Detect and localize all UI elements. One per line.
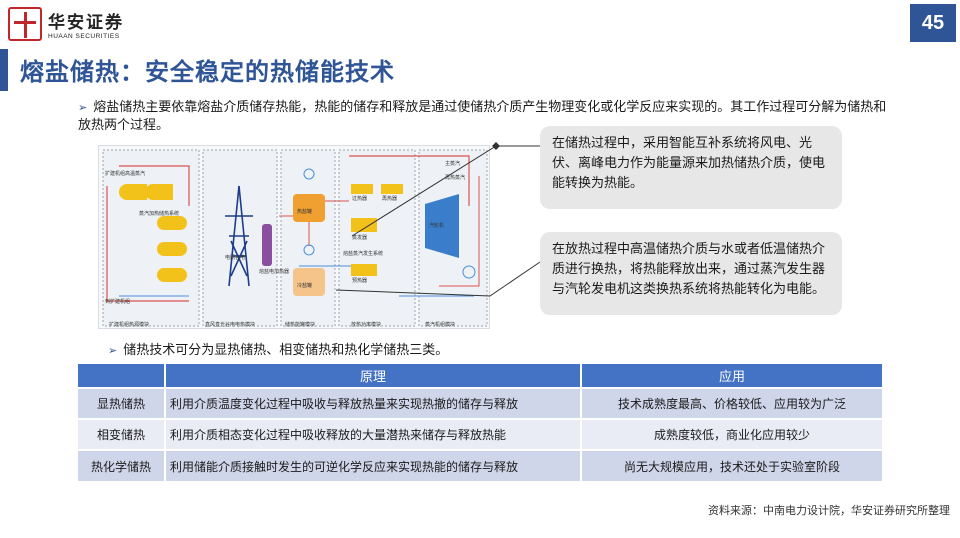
diagram-label-turbine: 汽轮机 [429,223,445,229]
table-cell-type: 热化学储热 [78,449,166,481]
table-cell-application: 技术成熟度最高、价格较低、应用较为广泛 [581,387,882,419]
diagram-label-steam-in: 扩建机组高温蒸汽 [105,171,146,177]
diagram-label-heater: 熔盐电加热器 [259,269,290,275]
table-header-application: 应用 [581,364,882,388]
diagram-label-cold-tank: 冷盐罐 [297,283,313,289]
table-cell-principle: 利用介质温度变化过程中吸收与释放热量来实现热撤的储存与释放 [165,387,582,419]
company-logo: 华安证券 HUAAN SECURITIES [8,4,148,44]
storage-process-callout: 在储热过程中，采用智能互补系统将风电、光伏、离峰电力作为能量源来加热储热介质，使… [540,126,842,209]
diagram-label-reheater: 再热器 [382,196,398,202]
diagram-module-1: 扩建机组热源模块 [109,322,150,328]
source-note: 资料来源：中南电力设计院，华安证券研究所整理 [708,504,950,517]
logo-text: 华安证券 HUAAN SECURITIES [48,8,124,40]
table-cell-application: 成熟度较低，商业化应用较少 [581,418,882,450]
logo-icon [8,7,42,41]
bullet-arrow-icon: ➢ [108,344,118,357]
table-row: 显热储热 利用介质温度变化过程中吸收与释放热量来实现热撤的储存与释放 技术成熟度… [78,387,882,419]
diagram-label-preheater: 预热器 [352,278,368,284]
page-title: 熔盐储热：安全稳定的热储能技术 [20,57,395,86]
diagram-label-main-steam: 主蒸汽 [445,161,461,167]
classification-text: 储热技术可分为显热储热、相变储热和热化学储热三类。 [123,343,449,358]
diagram-label-reheat-steam: 再热蒸汽 [445,175,466,181]
diagram-module-2: 直风直光谷电电热模块 [205,322,256,328]
intro-bullet: ➢熔盐储热主要依靠熔盐介质储存热能，热能的储存和释放是通过使储热介质产生物理变化… [78,99,896,135]
table-cell-principle: 利用储能介质接触时发生的可逆化学反应来实现热能的储存与释放 [165,449,582,481]
diagram-module-3: 储热能罐模块 [285,322,316,328]
molten-salt-system-diagram: 扩建机组高温蒸汽 到扩建机组 蒸汽加热储热系统 电网谷电 熔盐电加热器 热盐罐 … [98,145,490,329]
table-header-type [78,364,166,388]
table-cell-type: 显热储热 [78,387,166,419]
table-cell-application: 尚无大规模应用，技术还处于实验室阶段 [581,449,882,481]
table-row: 相变储热 利用介质相态变化过程中吸收释放的大量潜热来储存与释放热能 成熟度较低，… [78,418,882,450]
logo-cn: 华安证券 [48,13,124,33]
title-accent-bar [0,49,8,91]
logo-en: HUAAN SECURITIES [48,33,120,40]
diagram-module-5: 蒸汽机组模块 [425,322,456,328]
table-header-principle: 原理 [165,364,582,388]
diagram-module-4: 放热功率模块 [351,322,382,328]
diagram-svg [102,149,488,327]
diagram-label-steam-sys: 熔盐蒸汽发生系统 [343,251,384,257]
diagram-label-evaporator: 蒸发器 [352,235,368,241]
bullet-arrow-icon: ➢ [78,101,88,114]
page-number: 45 [910,4,956,42]
diagram-label-feedwater: 到扩建机组 [105,299,131,305]
diagram-label-superheater: 过热器 [352,196,368,202]
intro-text: 熔盐储热主要依靠熔盐介质储存热能，热能的储存和释放是通过使储热介质产生物理变化或… [78,100,887,133]
table-cell-principle: 利用介质相态变化过程中吸收释放的大量潜热来储存与释放热能 [165,418,582,450]
storage-types-table: 原理 应用 显热储热 利用介质温度变化过程中吸收与释放热量来实现热撤的储存与释放… [78,364,882,481]
table-row: 热化学储热 利用储能介质接触时发生的可逆化学反应来实现热能的储存与释放 尚无大规… [78,449,882,481]
diagram-label-grid: 电网谷电 [225,255,246,261]
release-process-callout: 在放热过程中高温储热介质与水或者低温储热介质进行换热，将热能释放出来，通过蒸汽发… [540,232,842,315]
diagram-label-hot-tank: 热盐罐 [297,209,313,215]
table-cell-type: 相变储热 [78,418,166,450]
table-header-row: 原理 应用 [78,364,882,388]
diagram-label-heat-sys: 蒸汽加热储热系统 [139,211,180,217]
classification-bullet: ➢ 储热技术可分为显热储热、相变储热和热化学储热三类。 [108,342,448,360]
